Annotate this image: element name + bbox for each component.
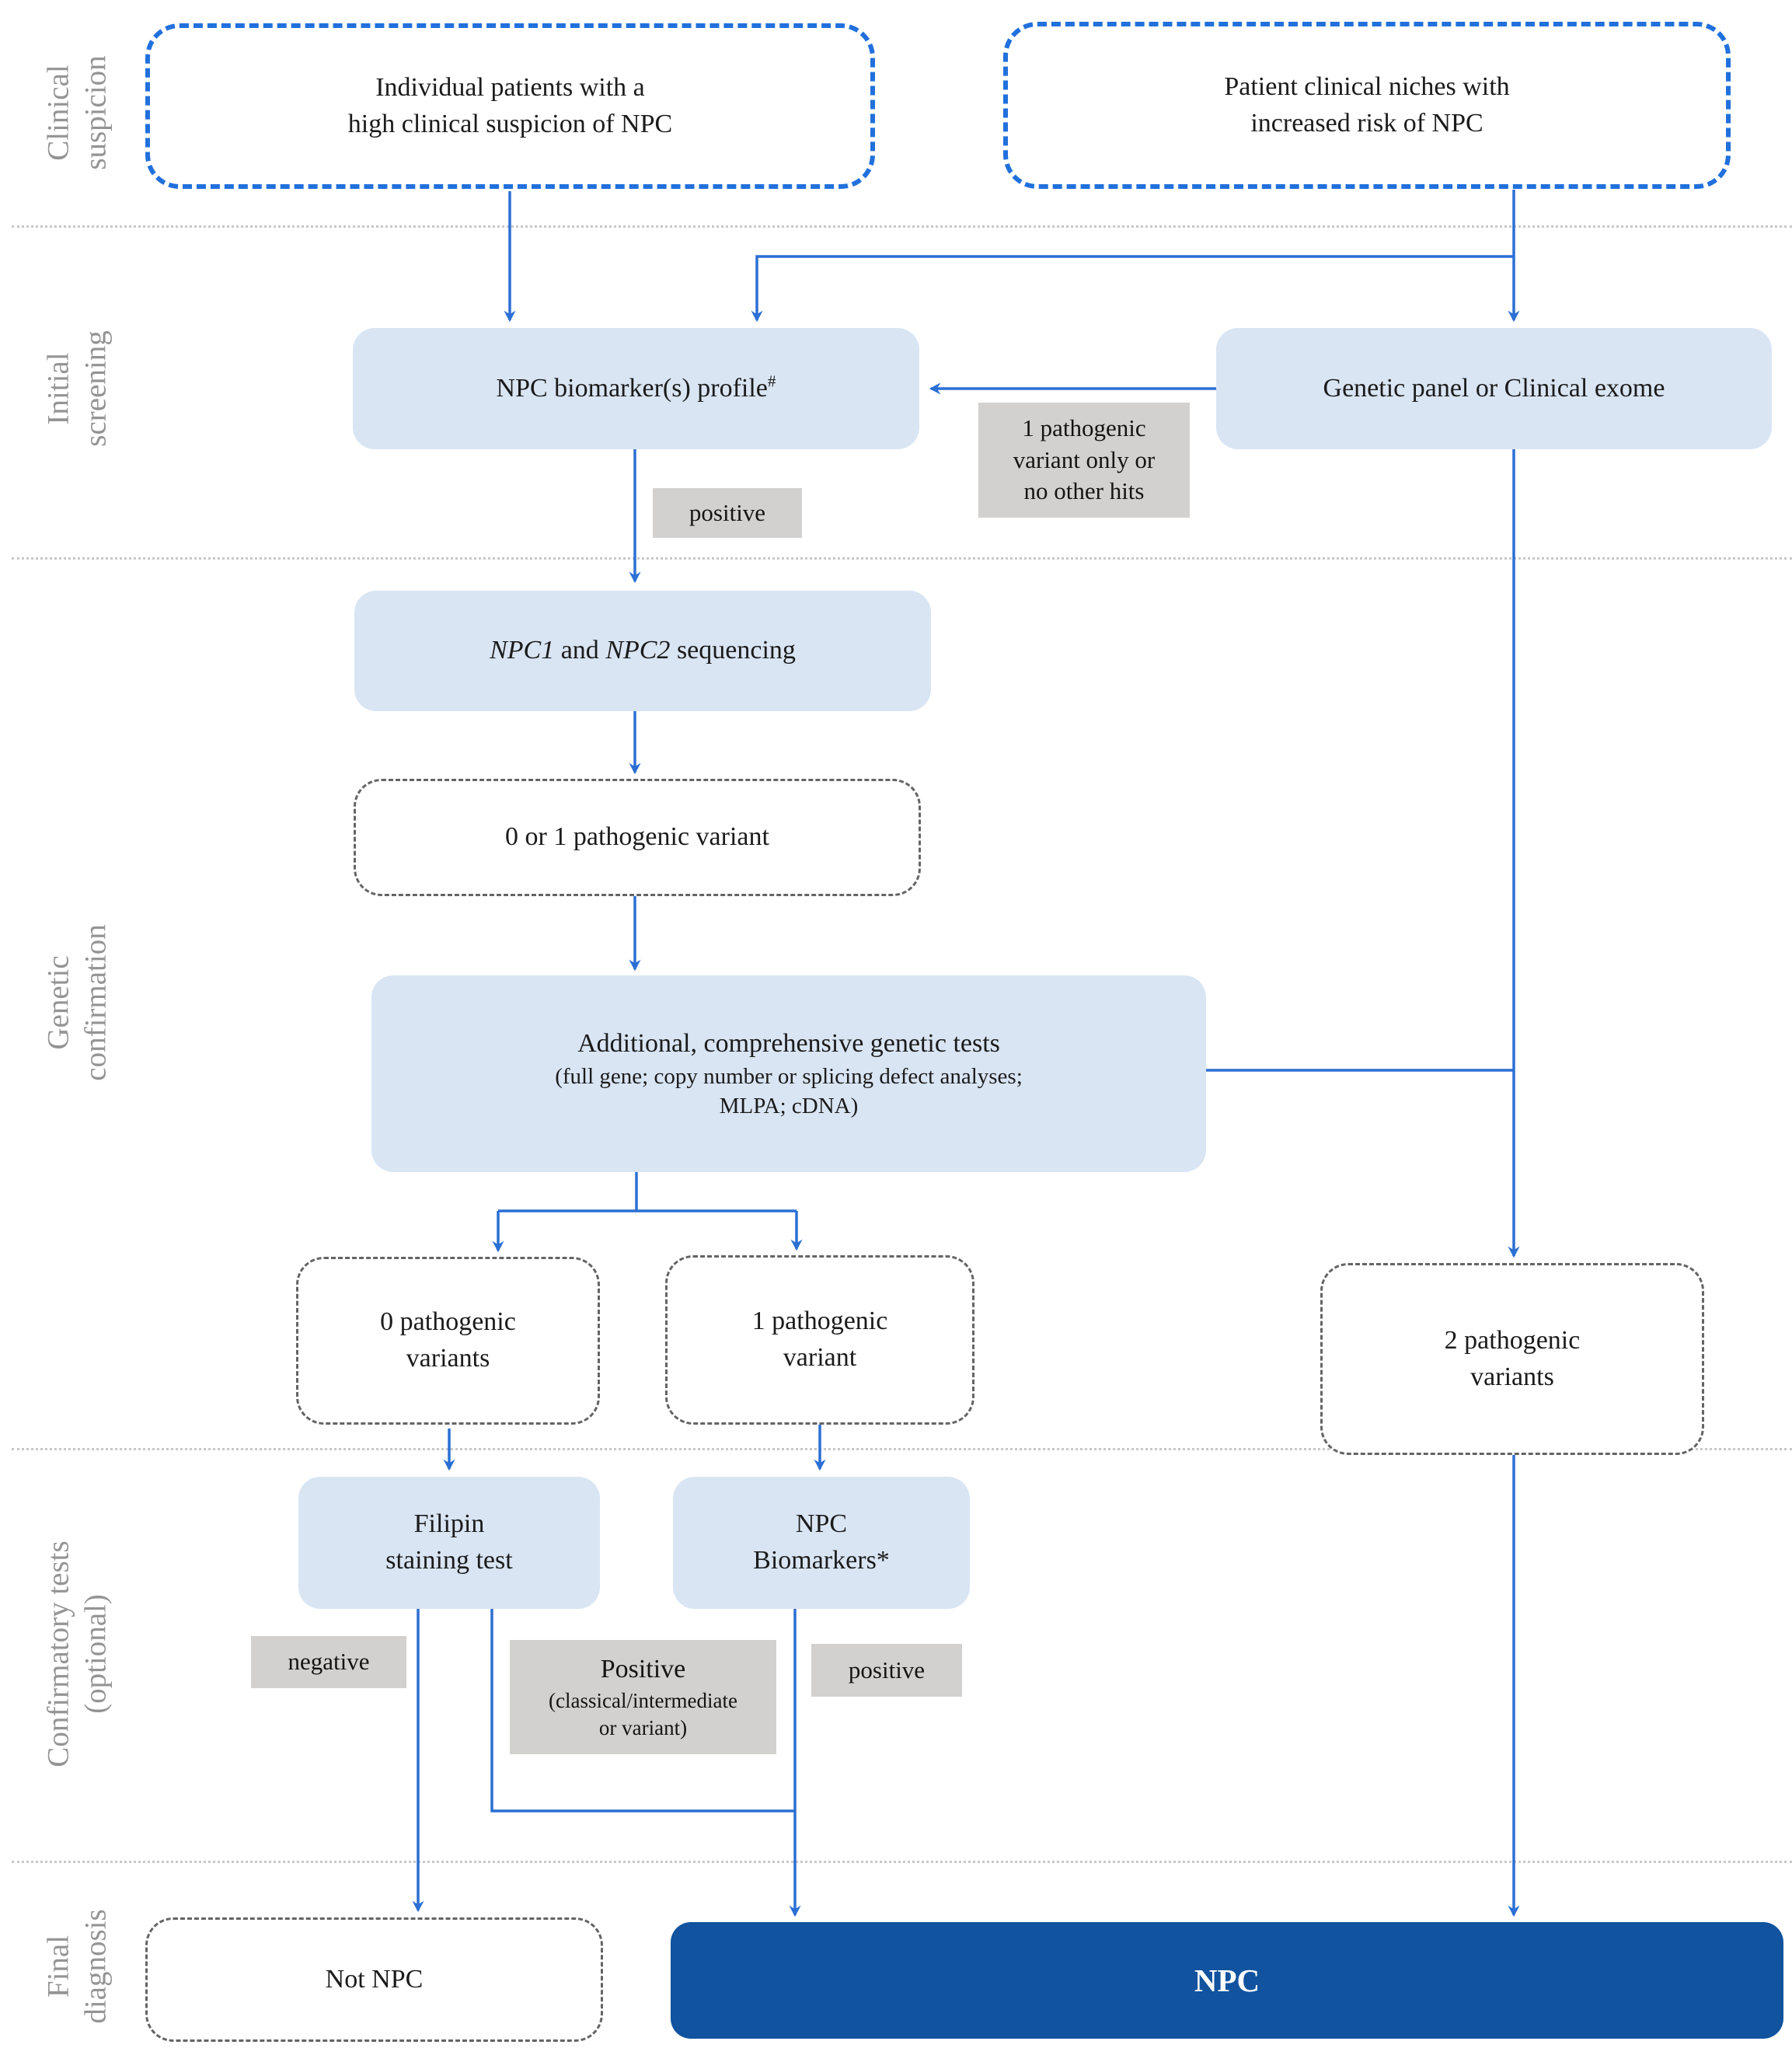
node-individual-patients: Individual patients with a high clinical… — [145, 23, 875, 189]
edge-label-filipin-positive: Positive (classical/intermediate or vari… — [510, 1640, 776, 1754]
node-genetic-panel: Genetic panel or Clinical exome — [1216, 328, 1772, 449]
edge-label-screening-positive: positive — [653, 488, 802, 538]
row-divider-2 — [12, 557, 1792, 560]
node-clinical-niches: Patient clinical niches with increased r… — [1003, 22, 1731, 189]
node-npc1-npc2-sequencing: NPC1 and NPC2 sequencing — [354, 591, 931, 711]
row-divider-1 — [12, 225, 1792, 228]
edge-label-biomarkers-positive: positive — [811, 1644, 962, 1697]
node-one-pathogenic-variant: 1 pathogenic variant — [665, 1255, 974, 1425]
node-biomarker-profile: NPC biomarker(s) profile# — [353, 328, 919, 449]
node-zero-pathogenic-variants: 0 pathogenic variants — [296, 1257, 600, 1425]
row-divider-4 — [12, 1861, 1792, 1863]
row-divider-3 — [12, 1448, 1792, 1450]
node-two-pathogenic-variants: 2 pathogenic variants — [1320, 1263, 1704, 1455]
node-zero-or-one-variant: 0 or 1 pathogenic variant — [354, 779, 921, 896]
node-additional-genetic-tests: Additional, comprehensive genetic tests … — [371, 975, 1206, 1172]
edge-label-filipin-negative: negative — [251, 1636, 406, 1688]
node-npc: NPC — [671, 1922, 1783, 2039]
node-npc-biomarkers: NPC Biomarkers* — [673, 1477, 970, 1609]
node-not-npc: Not NPC — [145, 1917, 603, 2042]
node-filipin-staining-test: Filipin staining test — [298, 1477, 600, 1609]
edge-label-one-pathogenic-note: 1 pathogenic variant only or no other hi… — [978, 403, 1190, 518]
